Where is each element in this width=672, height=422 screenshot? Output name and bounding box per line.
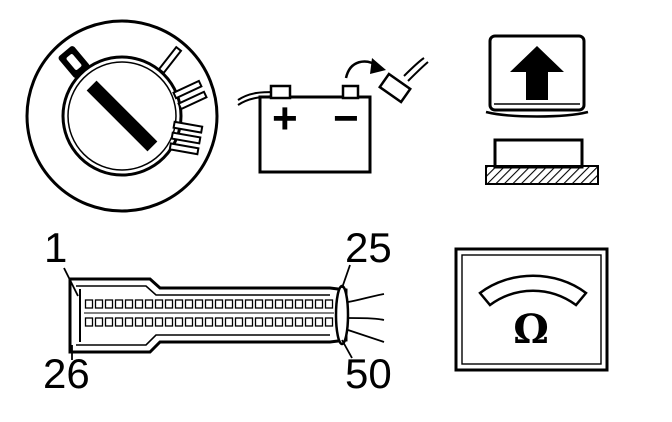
connector-pin-lower: [274, 317, 284, 327]
negative-sign: −: [333, 94, 359, 143]
connector-pin-lower: [84, 317, 94, 327]
connector-pin-lower: [174, 317, 184, 327]
connector-pin-lower: [94, 317, 104, 327]
connector-pin-lower: [284, 317, 294, 327]
ignition-position-I: [157, 45, 183, 75]
ignition-position-II: [172, 79, 208, 111]
connector-pin-lower: [254, 317, 264, 327]
connector-pin-lower: [164, 317, 174, 327]
connector-pins: [84, 299, 334, 327]
connector-pin-upper: [324, 299, 334, 309]
negative-terminal: [341, 84, 360, 100]
ignition-switch-icon: [25, 19, 219, 213]
connector-pin-upper: [134, 299, 144, 309]
connector-pin-upper: [154, 299, 164, 309]
ohmmeter-body: [454, 247, 609, 372]
connector-pin-upper: [94, 299, 104, 309]
connector-pin-upper: [284, 299, 294, 309]
connector-pin-upper: [84, 299, 94, 309]
connector-pin-upper: [314, 299, 324, 309]
connector-pin-upper: [294, 299, 304, 309]
connector-pin-upper: [254, 299, 264, 309]
ohm-symbol: Ω: [513, 306, 549, 353]
connector-pin-lower: [324, 317, 334, 327]
connector-housing: [68, 277, 348, 354]
connector-pin-lower: [204, 317, 214, 327]
pin-label-50: 50: [345, 350, 392, 397]
lift-platform: [493, 138, 584, 169]
connector-pin-upper: [274, 299, 284, 309]
lift-up-icon: [485, 34, 599, 185]
connector-pin-lower: [244, 317, 254, 327]
up-arrow-icon: [510, 46, 564, 100]
negative-cable: [403, 57, 425, 77]
positive-sign: +: [272, 94, 298, 143]
connector-pin-upper: [204, 299, 214, 309]
connector-pin-lower: [184, 317, 194, 327]
battery-body: [258, 95, 372, 174]
connector-pin-lower: [234, 317, 244, 327]
wire-2: [347, 317, 385, 321]
connector-pin-lower: [124, 317, 134, 327]
ignition-position-III: [168, 120, 204, 156]
connector-pin-upper: [244, 299, 254, 309]
pin-label-25: 25: [345, 224, 392, 271]
connector-pin-upper: [194, 299, 204, 309]
connector-pin-upper: [264, 299, 274, 309]
connector-pin-lower: [104, 317, 114, 327]
connector-pin-lower: [264, 317, 274, 327]
meter-scale: [478, 274, 588, 307]
connector-pin-upper: [124, 299, 134, 309]
connector-pin-lower: [194, 317, 204, 327]
connector-pin-lower: [304, 317, 314, 327]
key-slot-icon: [86, 80, 158, 152]
connector-pin-upper: [114, 299, 124, 309]
pin-label-26: 26: [43, 350, 90, 397]
negative-clamp: [378, 72, 412, 104]
battery-disconnect-icon: + −: [237, 57, 429, 174]
pin-label-1: 1: [44, 224, 67, 271]
ignition-position-0: [58, 46, 90, 78]
connector-pin-lower: [144, 317, 154, 327]
connector-pin-upper: [104, 299, 114, 309]
connector-pin-lower: [294, 317, 304, 327]
ohmmeter-icon: Ω: [454, 247, 609, 372]
ground-hatch: [485, 165, 599, 185]
connector-pin-upper: [164, 299, 174, 309]
connector-pin-upper: [174, 299, 184, 309]
connector-pin-lower: [154, 317, 164, 327]
connector-lock: [334, 284, 350, 346]
connector-pin-lower: [314, 317, 324, 327]
connector-icon: 1 26 25 50: [43, 224, 392, 397]
positive-terminal: [269, 84, 292, 100]
wire-3: [347, 329, 385, 343]
connector-pin-lower: [214, 317, 224, 327]
connector-pin-lower: [224, 317, 234, 327]
connector-pin-lower: [134, 317, 144, 327]
connector-pin-upper: [224, 299, 234, 309]
connector-pin-lower: [114, 317, 124, 327]
connector-pin-upper: [184, 299, 194, 309]
wire-1: [347, 293, 385, 303]
connector-pin-upper: [234, 299, 244, 309]
connector-pin-upper: [214, 299, 224, 309]
connector-pin-upper: [144, 299, 154, 309]
connector-pin-upper: [304, 299, 314, 309]
